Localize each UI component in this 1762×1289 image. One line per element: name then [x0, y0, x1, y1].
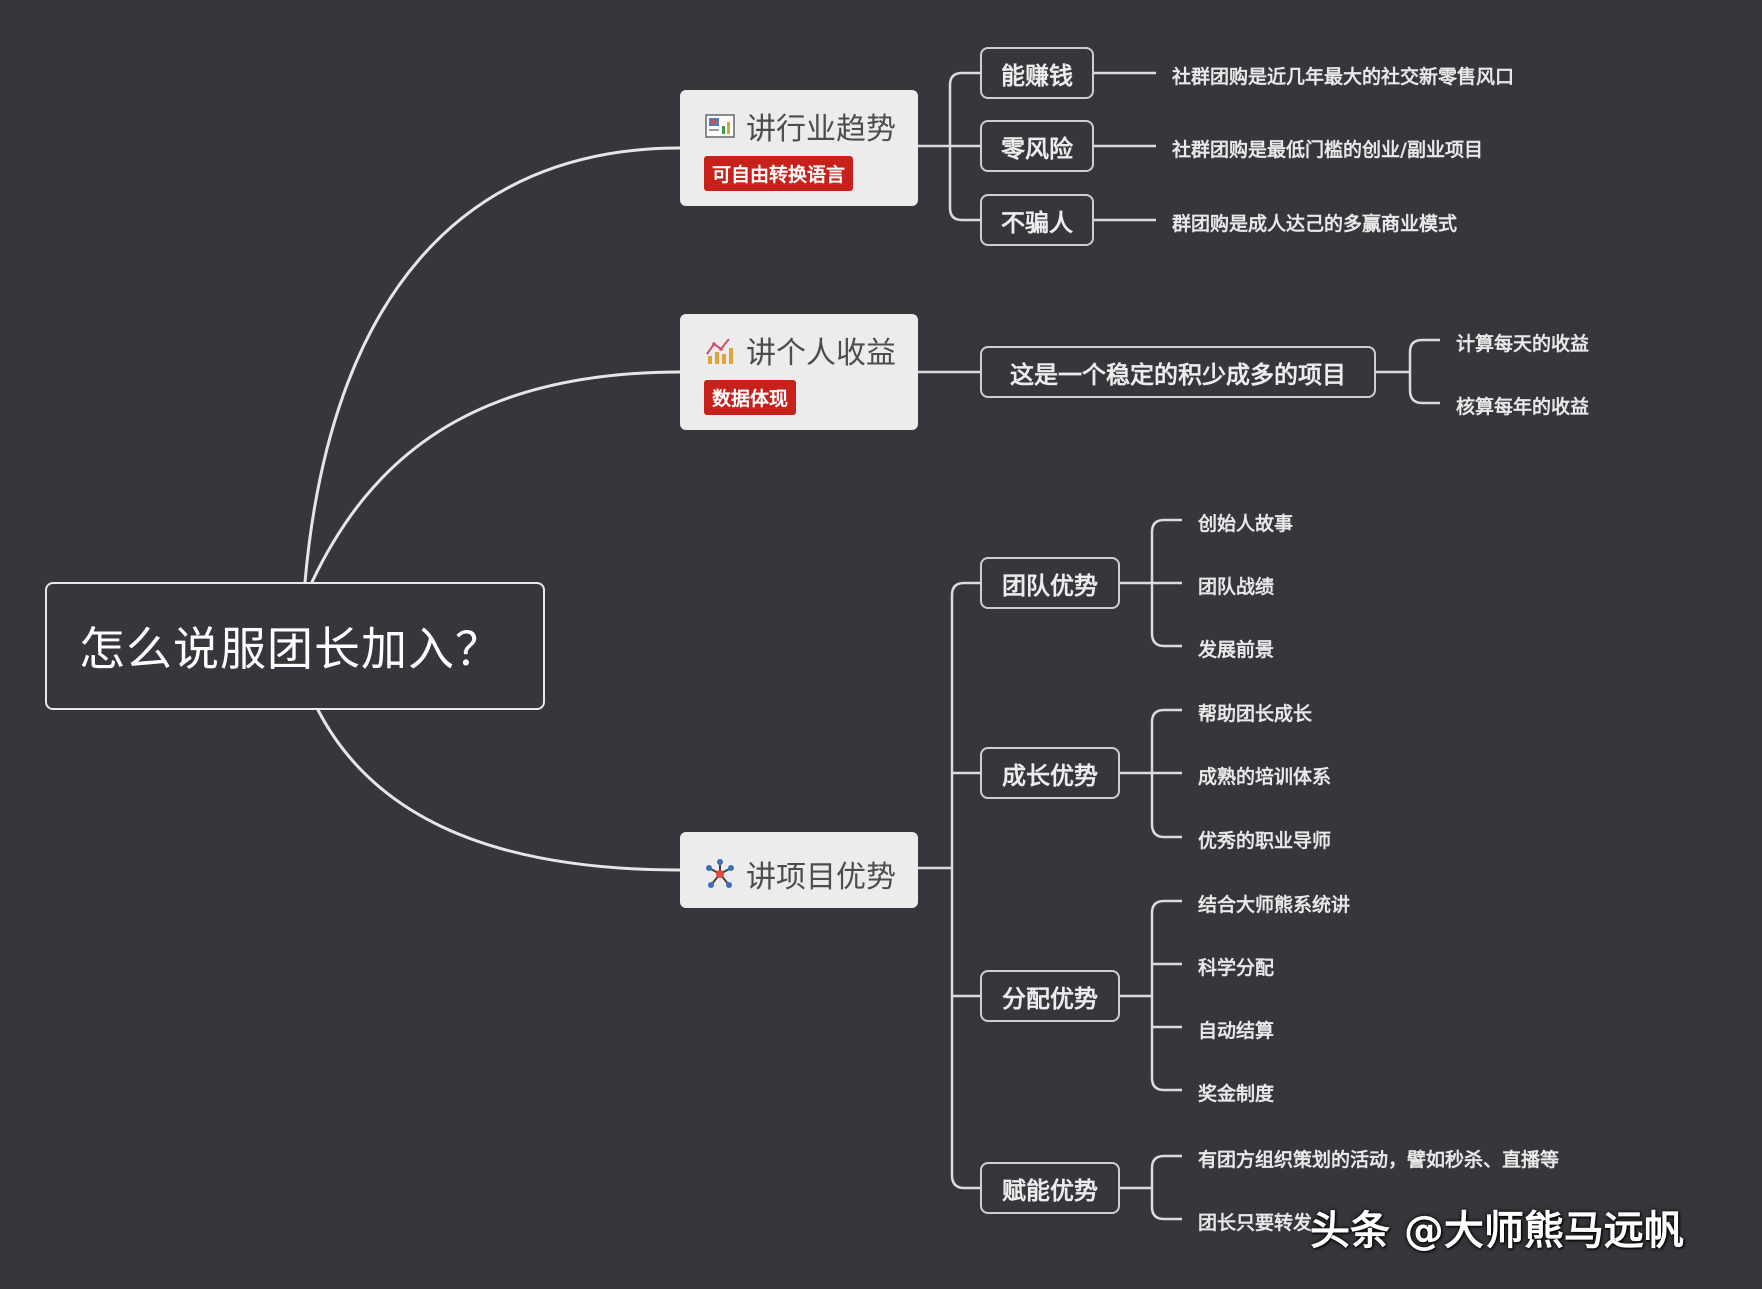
sub-node-label: 零风险	[1001, 134, 1073, 163]
branch-advantage-node[interactable]: 讲项目优势	[680, 832, 918, 908]
branch-income-node[interactable]: 讲个人收益 数据体现	[680, 314, 918, 430]
sub-node-zero-risk[interactable]: 零风险	[980, 120, 1094, 172]
leaf-item[interactable]: 奖金制度	[1198, 1083, 1275, 1105]
leaf-item[interactable]: 群团购是成人达己的多赢商业模式	[1172, 213, 1458, 235]
bracket-growth	[1120, 708, 1182, 839]
sub-node-distribution[interactable]: 分配优势	[980, 970, 1120, 1022]
leaf-item[interactable]: 团长只要转发	[1198, 1212, 1313, 1234]
sub-node-label: 分配优势	[1002, 984, 1098, 1013]
leaf-item[interactable]: 结合大师熊系统讲	[1198, 894, 1351, 916]
leaf-item[interactable]: 发展前景	[1198, 639, 1275, 661]
sub-node-label: 能赚钱	[1001, 61, 1073, 90]
sub-node-empower[interactable]: 赋能优势	[980, 1162, 1120, 1214]
connector-root-industry	[303, 146, 682, 584]
leaf-item[interactable]: 计算每天的收益	[1456, 333, 1590, 355]
connector-root-income	[310, 370, 682, 584]
leaf-item[interactable]: 社群团购是最低门槛的创业/副业项目	[1172, 139, 1483, 161]
bracket-empower	[1120, 1154, 1182, 1221]
bracket-team	[1120, 518, 1182, 648]
bracket-industry	[918, 71, 980, 222]
sub-node-label: 这是一个稳定的积少成多的项目	[1010, 360, 1346, 389]
leaf-item[interactable]: 优秀的职业导师	[1198, 830, 1332, 852]
sub-node-no-cheat[interactable]: 不骗人	[980, 194, 1094, 246]
connector-root-advantage	[316, 708, 682, 872]
leaf-item[interactable]: 帮助团长成长	[1198, 703, 1313, 725]
root-label: 怎么说服团长加入？	[79, 622, 502, 676]
bracket-advantage	[918, 581, 980, 1190]
sub-node-growth[interactable]: 成长优势	[980, 747, 1120, 799]
sub-node-label: 成长优势	[1002, 761, 1098, 790]
leaf-item[interactable]: 团队战绩	[1198, 576, 1275, 598]
sub-node-earn[interactable]: 能赚钱	[980, 47, 1094, 99]
root-node[interactable]: 怎么说服团长加入？	[45, 582, 545, 710]
sub-node-label: 不骗人	[1001, 208, 1073, 237]
leaf-item[interactable]: 有团方组织策划的活动，譬如秒杀、直播等	[1198, 1149, 1560, 1171]
leaf-item[interactable]: 自动结算	[1198, 1020, 1275, 1042]
network-icon	[706, 859, 734, 888]
leaf-item[interactable]: 社群团购是近几年最大的社交新零售风口	[1172, 66, 1515, 88]
sub-node-stable-project[interactable]: 这是一个稳定的积少成多的项目	[980, 346, 1376, 398]
sub-node-team[interactable]: 团队优势	[980, 557, 1120, 609]
branch-industry-label: 讲行业趋势	[746, 112, 896, 147]
leaf-item[interactable]: 成熟的培训体系	[1198, 766, 1332, 788]
leaf-item[interactable]: 创始人故事	[1198, 513, 1294, 535]
watermark-text: 头条 @大师熊马远帆	[1310, 1208, 1684, 1254]
sub-node-label: 团队优势	[1002, 571, 1098, 600]
leaf-item[interactable]: 科学分配	[1198, 957, 1275, 979]
sub-node-label: 赋能优势	[1002, 1176, 1098, 1205]
branch-industry-tag: 可自由转换语言	[704, 156, 854, 191]
line-chart-icon	[706, 338, 733, 364]
branch-advantage-label: 讲项目优势	[746, 860, 896, 895]
branch-industry-node[interactable]: 讲行业趋势 可自由转换语言	[680, 90, 918, 206]
branch-income-label: 讲个人收益	[746, 336, 896, 371]
branch-income-tag: 数据体现	[704, 380, 797, 415]
leaf-item[interactable]: 核算每年的收益	[1456, 396, 1590, 418]
bracket-distribution	[1120, 899, 1182, 1092]
chart-image-icon	[705, 114, 735, 138]
bracket-income	[1376, 338, 1440, 405]
